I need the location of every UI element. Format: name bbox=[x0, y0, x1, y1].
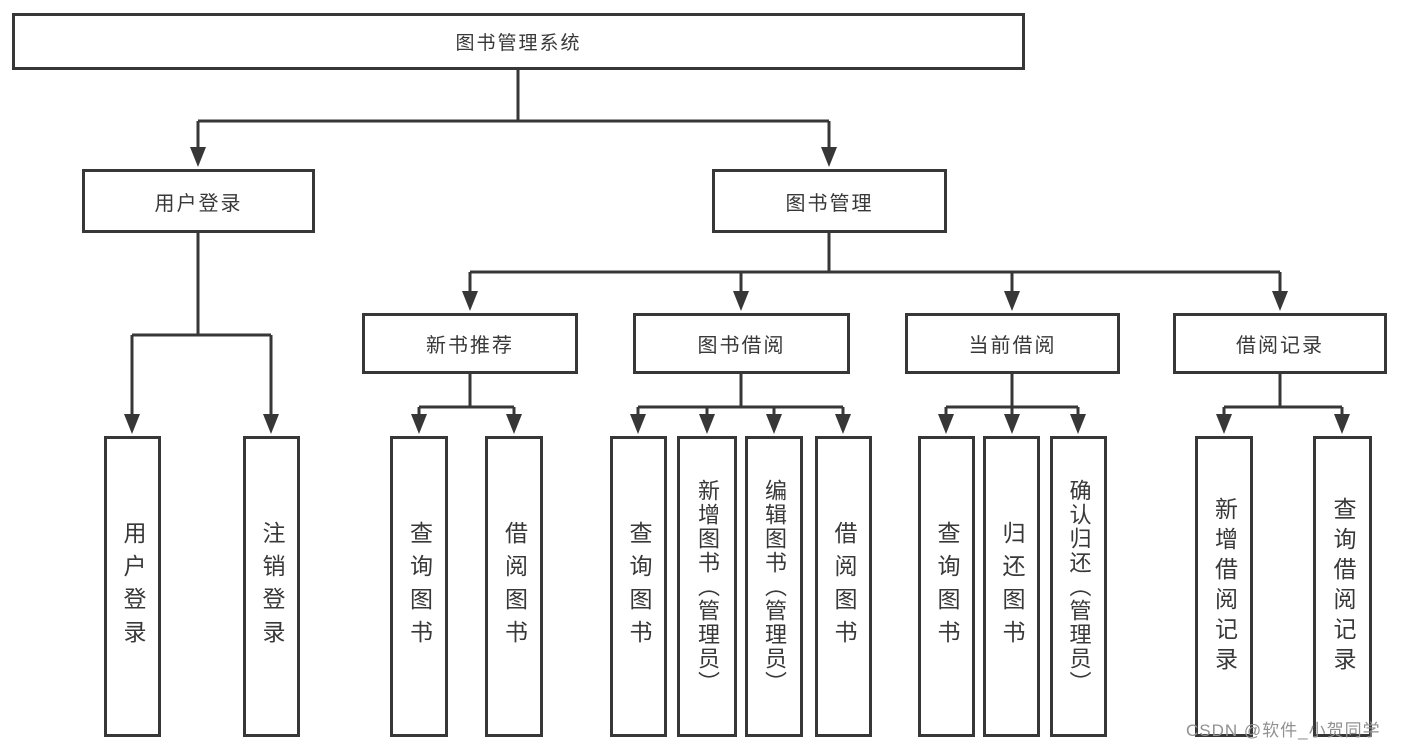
node-book-management: 图书管理 bbox=[712, 169, 947, 233]
leaf-borrowing-borrow-books: 借阅图书 bbox=[815, 436, 872, 737]
leaf-records-add-borrow-record: 新增借阅记录 bbox=[1195, 436, 1253, 737]
leaf-logout: 注销登录 bbox=[243, 436, 300, 737]
leaf-user-login: 用户登录 bbox=[104, 436, 161, 737]
node-library-management-system: 图书管理系统 bbox=[12, 13, 1025, 70]
leaf-borrowing-edit-books-admin: 编辑图书（管理员） bbox=[745, 436, 803, 737]
node-current-borrowing: 当前借阅 bbox=[905, 313, 1120, 374]
node-book-borrowing: 图书借阅 bbox=[633, 313, 850, 374]
leaf-borrowing-query-books: 查询图书 bbox=[610, 436, 667, 737]
node-new-book-recommendation: 新书推荐 bbox=[362, 313, 578, 374]
leaf-current-return-books: 归还图书 bbox=[983, 436, 1040, 737]
csdn-watermark: CSDN @软件_小贺同学 bbox=[1186, 721, 1381, 740]
node-borrowing-records: 借阅记录 bbox=[1173, 313, 1387, 374]
leaf-records-query-borrow-record: 查询借阅记录 bbox=[1313, 436, 1372, 737]
leaf-borrowing-add-books-admin: 新增图书（管理员） bbox=[677, 436, 737, 737]
leaf-current-query-books: 查询图书 bbox=[918, 436, 975, 737]
leaf-recommend-query-books: 查询图书 bbox=[390, 436, 448, 737]
node-user-login: 用户登录 bbox=[82, 169, 315, 233]
leaf-recommend-borrow-books: 借阅图书 bbox=[485, 436, 543, 737]
leaf-current-confirm-return-admin: 确认归还（管理员） bbox=[1050, 436, 1107, 737]
